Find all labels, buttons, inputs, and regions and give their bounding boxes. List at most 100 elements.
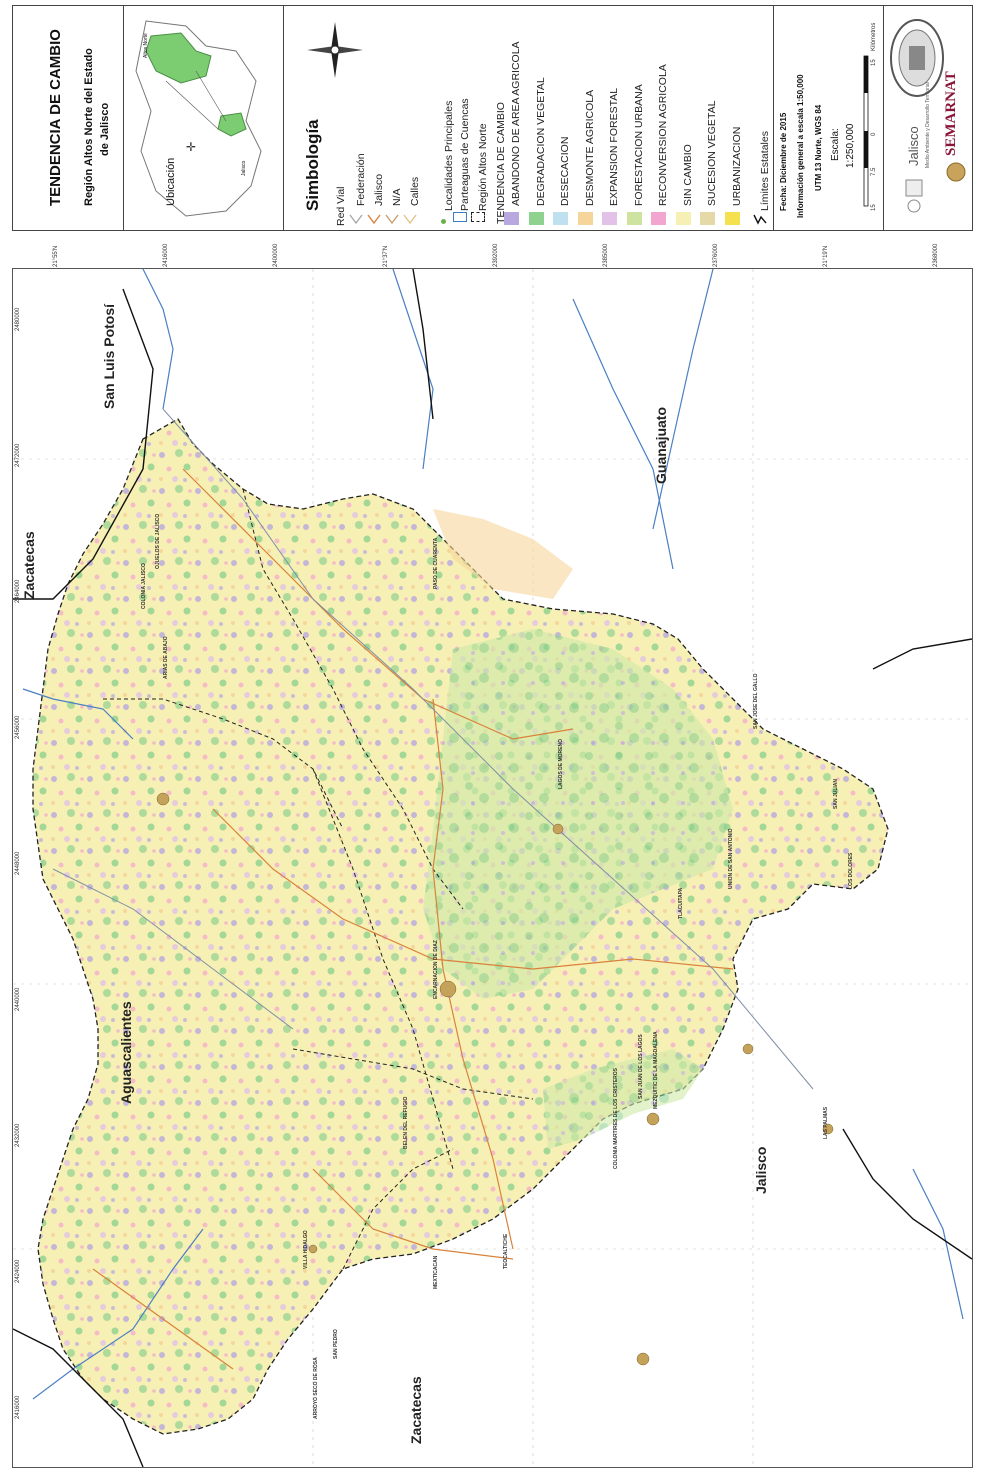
green-zone-2	[543, 1049, 703, 1149]
class-label-3: DESMONTE AGRICOLA	[583, 89, 596, 206]
rivers	[22, 269, 964, 1400]
tick-top-5: 2456000	[15, 715, 21, 739]
state-label-aguascalientes: Aguascalientes	[118, 1001, 134, 1104]
map-subtitle: Región Altos Norte del Estado	[83, 48, 95, 206]
tick-top-0: 2416000	[15, 1395, 21, 1419]
inset-region-shape	[145, 32, 212, 84]
locality-point-icon	[441, 219, 446, 224]
tick-top-4: 2448000	[15, 851, 21, 875]
university-seal-icon	[890, 19, 944, 97]
north-arrow-icon	[307, 22, 363, 78]
jalisco-logo-sub: Medio Ambiente y Desarrollo Territorial	[925, 82, 931, 168]
map-frame: Zacatecas San Luis Potosí Guanajuato Agu…	[12, 244, 973, 1468]
sand-zone	[433, 509, 573, 599]
tick-right-7: 21°19'N	[823, 245, 829, 267]
scale-label: Escala:	[830, 128, 841, 161]
locality-label-6: UNION DE SAN ANTONIO	[728, 828, 734, 889]
scale-value: 1:250,000	[845, 123, 856, 169]
locality-label-9: SAN JULIAN	[833, 778, 839, 809]
class-label-5: FORESTACION URBANA	[632, 84, 645, 206]
locality-label-13: COLONIA MARTIRES DE LOS CRISTEROS	[613, 1068, 619, 1169]
map-title: TENDENCIA DE CAMBIO	[47, 29, 64, 206]
state-limits-swatch	[753, 212, 767, 225]
tick-right-5: 2385000	[603, 243, 609, 267]
locality-label-18: ARROYO SECO DE ROSA	[313, 1357, 319, 1419]
roads	[92, 468, 734, 1370]
class-swatch-0	[504, 212, 519, 225]
scale-tick-4: 15	[871, 59, 877, 66]
road-swatch-2	[385, 212, 399, 225]
state-label-jalisco: Jalisco	[753, 1146, 769, 1194]
watershed-swatch	[453, 212, 467, 222]
legend-heading: Simbología	[303, 119, 322, 211]
scale-tick-2: 7.5	[871, 167, 877, 176]
region-swatch	[471, 212, 485, 222]
tick-right-8: 2368000	[933, 243, 939, 267]
tick-top-7: 2472000	[15, 443, 21, 467]
class-label-4: EXPANSION FORESTAL	[608, 87, 620, 206]
locality-label-7: TLACUITAPA	[678, 887, 684, 919]
class-label-6: RECONVERSION AGRICOLA	[657, 64, 669, 206]
tick-top-6: 2464000	[15, 579, 21, 603]
tick-right-6: 2376000	[713, 243, 719, 267]
green-zone	[423, 629, 733, 999]
jalisco-emblem-icon	[905, 179, 923, 213]
tick-right-3: 21°37'N	[383, 245, 389, 267]
map-info: Información general a escala 1:50,000	[796, 74, 805, 218]
class-swatch-5	[626, 212, 642, 225]
state-label-zacatecas-top: Zacatecas	[21, 531, 37, 599]
locality-label-4: LAGOS DE MORENO	[558, 738, 564, 789]
locality-label-3: PASO DE CUARENTA	[433, 537, 439, 589]
locality-label-0: OJUELOS DE JALISCO	[155, 513, 161, 569]
semarnat-emblem-icon	[946, 162, 966, 182]
legend-watershed: Parteaguas de Cuencas	[459, 98, 471, 211]
inset-compass-icon: ✛	[186, 140, 196, 154]
locality-label-14: MEZQUITIC DE LA MAGDALENA	[653, 1031, 659, 1109]
road-label-2: N/A	[391, 188, 403, 206]
state-label-guanajuato: Guanajuato	[653, 406, 669, 484]
tick-top-8: 2480000	[15, 307, 21, 331]
tick-right-2: 2400000	[273, 243, 279, 267]
road-label-0: Federación	[355, 153, 367, 206]
locality-label-1: COLONIA JALISCO	[141, 563, 147, 609]
legend-panel: TENDENCIA DE CAMBIO Región Altos Norte d…	[12, 5, 973, 231]
federal-roads	[52, 408, 814, 1090]
scale-bar	[863, 55, 869, 207]
class-label-9: URBANIZACION	[730, 126, 743, 206]
locality-label-8: SAN JUAN DE LOS LAGOS	[638, 1034, 644, 1099]
locality-label-10: LOS DOLORES	[848, 852, 854, 889]
locality-label-15: TEOCALTICHE	[503, 1233, 509, 1269]
class-label-8: SUCESION VEGETAL	[706, 100, 718, 206]
locality-label-17: MEXTICACAN	[433, 1255, 439, 1289]
class-swatch-8	[700, 212, 715, 225]
class-label-0: ABANDONO DE AREA AGRICOLA	[510, 41, 522, 206]
inset-label: Ubicación	[165, 157, 177, 206]
tick-right-1: 2416000	[163, 243, 169, 267]
scale-tick-1: 15	[871, 204, 877, 211]
scale-tick-3: 0	[871, 132, 877, 136]
class-swatch-2	[553, 212, 568, 225]
road-label-1: Jalisco	[373, 173, 385, 206]
legend-state-limits: Límites Estatales	[759, 131, 771, 211]
locality-label-2: ARIAS DE ABAJO	[163, 636, 169, 679]
class-swatch-3	[577, 212, 593, 225]
inset-map: ✛	[135, 20, 262, 217]
jalisco-logo-text: Jalisco	[906, 126, 921, 166]
class-swatch-6	[651, 212, 666, 225]
map-canvas	[13, 269, 972, 1467]
road-label-3: Calles	[409, 176, 421, 206]
locality-label-20: LAS PALMAS	[823, 1106, 829, 1139]
inset-region-label: Altos Norte	[143, 33, 149, 58]
legend-road-group: Red Vial	[335, 186, 347, 227]
locality-label-12: BELEN DEL REFUGIO	[403, 1096, 409, 1149]
map-projection: UTM 13 Norte, WGS 84	[814, 104, 823, 191]
scale-unit: Kilómetros	[871, 22, 877, 51]
tick-right-0: 21°55'N	[53, 245, 59, 267]
locality-label-11: ENCARNACION DE DIAZ	[433, 940, 439, 999]
state-label-san-luis-potosi: San Luis Potosí	[101, 303, 117, 409]
map-date: Fecha: Diciembre de 2015	[779, 112, 788, 211]
class-swatch-4	[602, 212, 617, 225]
class-label-1: DEGRADACION VEGETAL	[534, 77, 547, 206]
tick-right-4: 2392000	[493, 243, 499, 267]
class-label-7: SIN CAMBIO	[681, 144, 694, 206]
